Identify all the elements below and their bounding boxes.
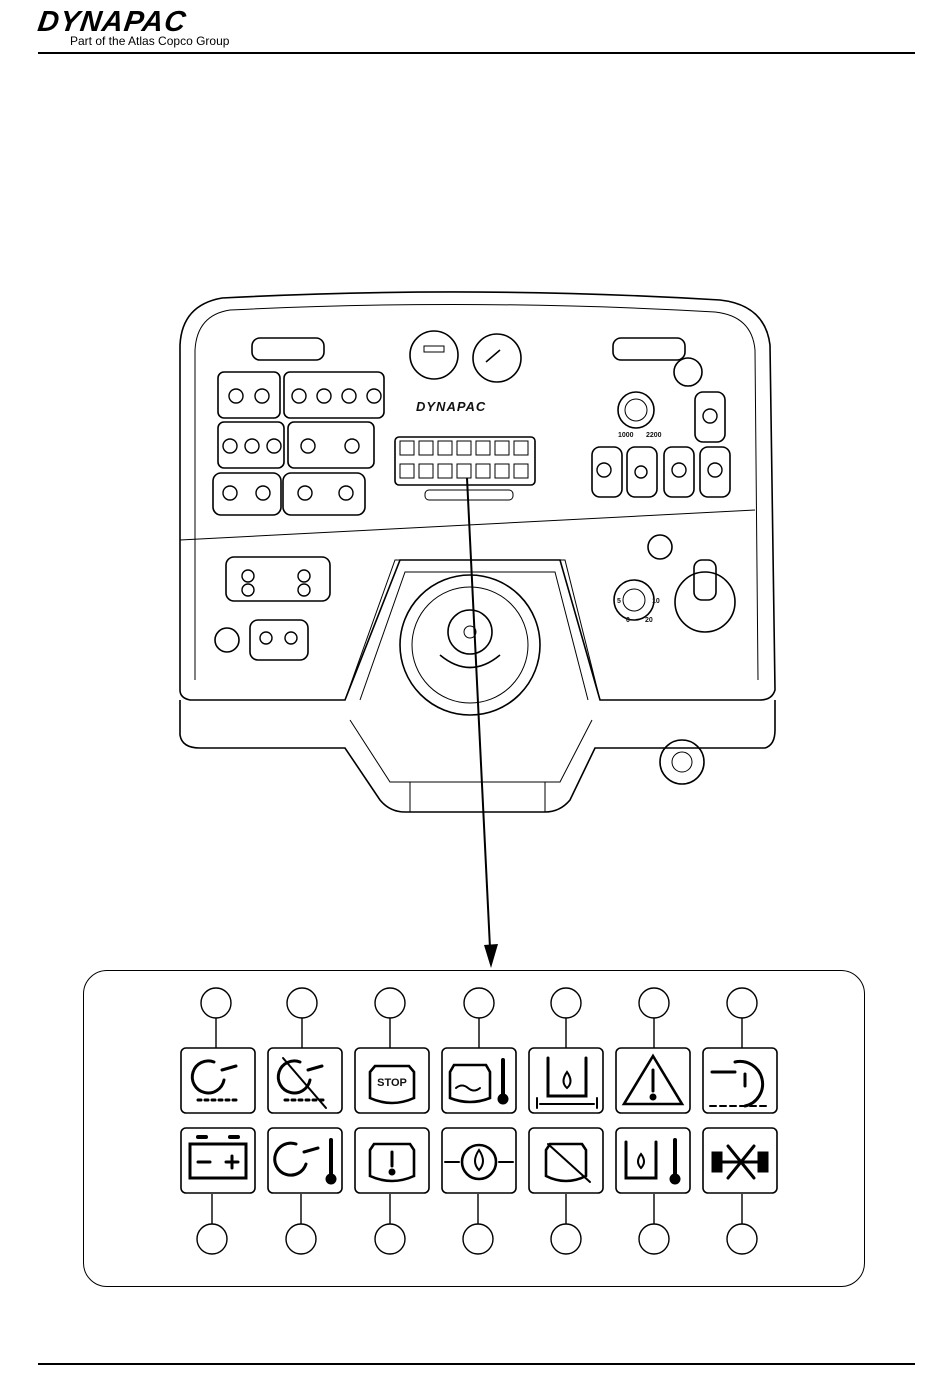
callout-circle	[197, 1224, 227, 1254]
callout-circle	[639, 1224, 669, 1254]
callout-circle	[286, 1224, 316, 1254]
callout-circle	[639, 988, 669, 1018]
footer-rule	[38, 1363, 915, 1365]
callout-circle	[551, 1224, 581, 1254]
callout-circle	[201, 988, 231, 1018]
callout-circle	[375, 988, 405, 1018]
callout-circle	[727, 1224, 757, 1254]
stop-text: STOP	[374, 1077, 410, 1089]
battery-charge-icon	[181, 1128, 255, 1193]
callout-circle	[463, 1224, 493, 1254]
callout-circle	[464, 988, 494, 1018]
callout-circle	[551, 988, 581, 1018]
callout-circle	[375, 1224, 405, 1254]
oil-pressure-icon	[442, 1128, 516, 1193]
callout-circle	[727, 988, 757, 1018]
callout-circle	[287, 988, 317, 1018]
engine-fault-icon	[703, 1048, 777, 1113]
